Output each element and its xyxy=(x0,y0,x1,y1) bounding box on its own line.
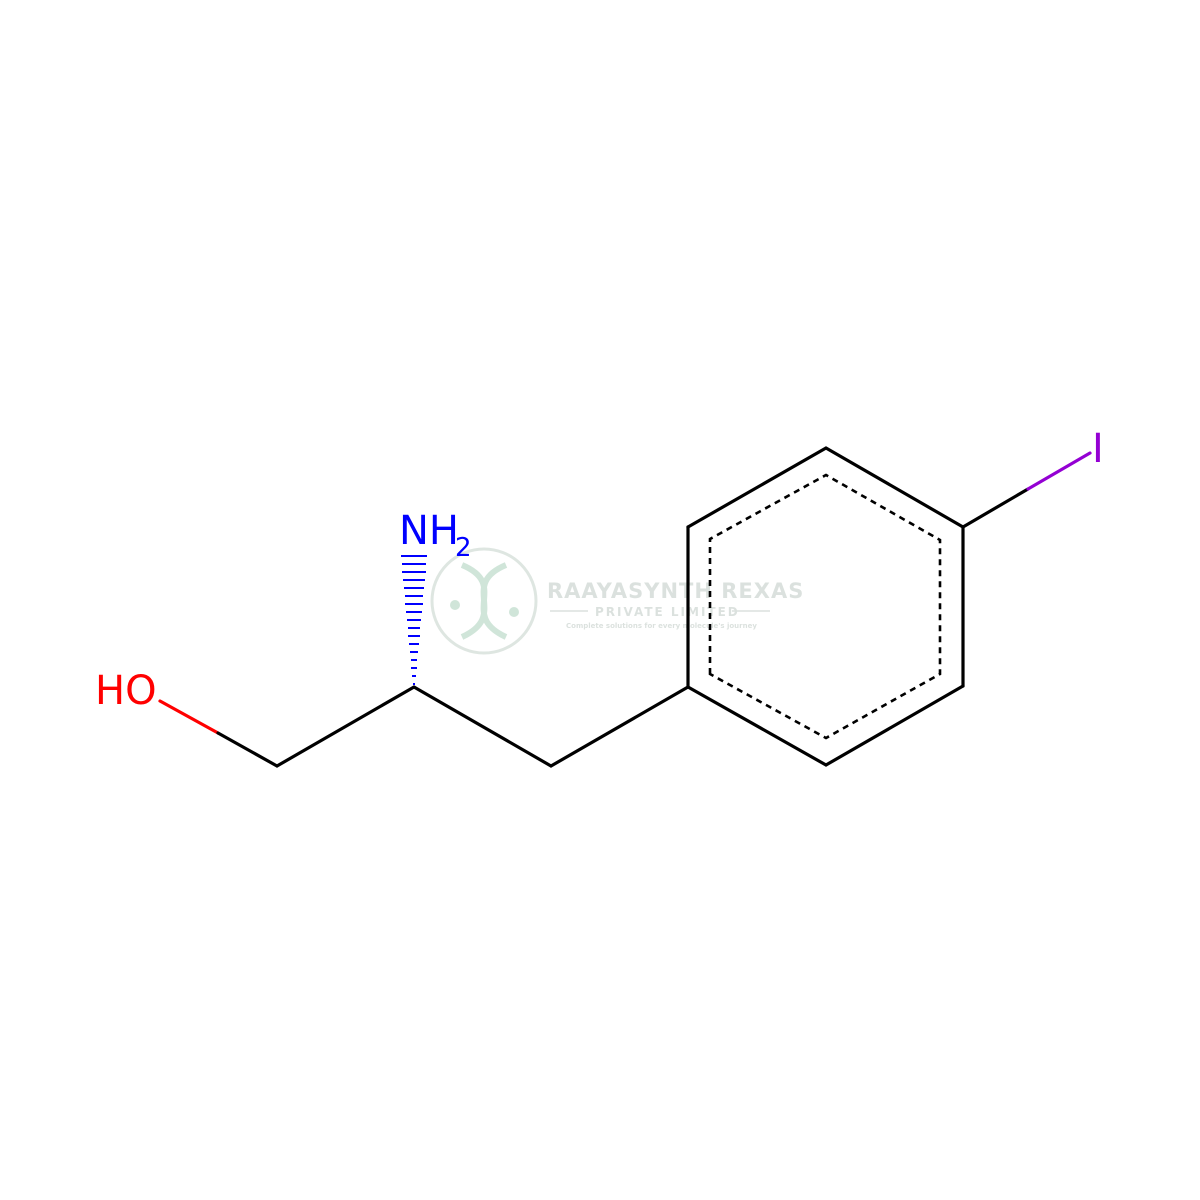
atom-label-iodine: I xyxy=(1092,426,1104,472)
watermark-node-icon xyxy=(509,607,519,617)
bond-c-i xyxy=(961,487,1030,529)
ring-bond xyxy=(824,684,965,767)
bond-c-c xyxy=(412,685,553,768)
ring-bond xyxy=(686,446,828,529)
ring-bond xyxy=(824,446,965,529)
bond-c-ring xyxy=(549,685,690,768)
watermark-helix-icon xyxy=(460,562,508,640)
watermark-node-icon xyxy=(450,600,460,610)
atom-label-hydroxyl: HO xyxy=(95,668,157,714)
hashed-wedge-bond xyxy=(401,555,427,685)
atom-label-amine-subscript: 2 xyxy=(455,533,472,563)
watermark-tagline: Complete solutions for every molecule's … xyxy=(566,622,757,630)
aromatic-ring xyxy=(708,473,942,740)
atom-label-amine: NH xyxy=(399,508,459,554)
watermark-logo-icon xyxy=(430,547,538,655)
bonds xyxy=(158,446,1092,768)
bond-o-c xyxy=(216,731,279,768)
bond-c-c xyxy=(275,685,416,768)
bond-c-i xyxy=(1026,451,1092,491)
bond-o-c xyxy=(158,699,220,735)
watermark-subtitle: PRIVATE LIMITED xyxy=(595,605,740,619)
ring-bond xyxy=(686,685,828,767)
watermark: RAAYASYNTH REXAS PRIVATE LIMITED Complet… xyxy=(430,547,804,655)
watermark-company: RAAYASYNTH REXAS xyxy=(547,579,804,603)
